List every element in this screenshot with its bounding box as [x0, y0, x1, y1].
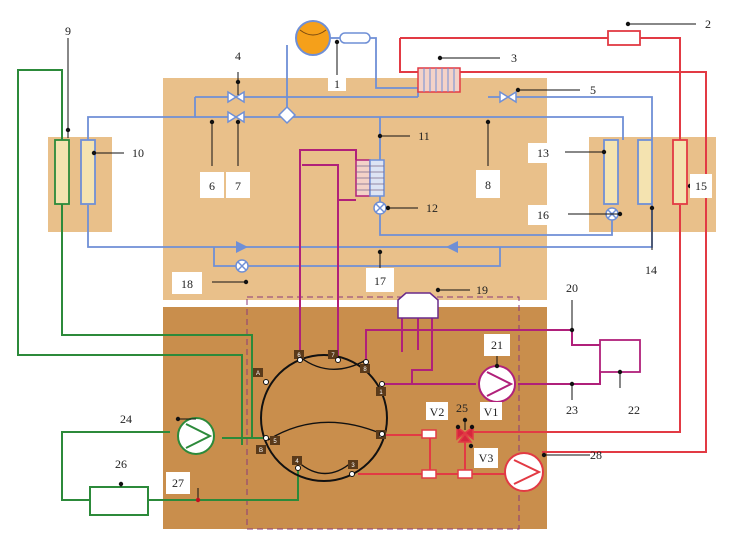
label-22: 22: [628, 403, 640, 417]
valve-v-group: [421, 425, 474, 479]
label-5: 5: [590, 83, 596, 97]
pump-28-icon: [504, 452, 544, 492]
label-23: 23: [566, 403, 578, 417]
heat-exchanger-15: [672, 139, 688, 205]
label-3: 3: [511, 51, 517, 65]
label-14: 14: [645, 263, 657, 277]
label-21: 21: [491, 338, 503, 352]
label-8: 8: [485, 178, 491, 192]
label-18: 18: [181, 277, 193, 291]
leader-dots: [65, 21, 693, 503]
label-13: 13: [537, 146, 549, 160]
accumulator: [339, 32, 371, 44]
label-1: 1: [334, 77, 340, 91]
rotary-valve-disc: [260, 354, 388, 482]
label-2: 2: [705, 17, 711, 31]
label-9: 9: [65, 24, 71, 38]
label-25: 25: [456, 401, 468, 415]
check-valve-left: [236, 241, 248, 253]
heat-exchanger-9: [54, 139, 70, 205]
label-24: 24: [120, 412, 132, 426]
valve-4-icon: [227, 90, 517, 124]
check-valve-right: [446, 241, 458, 253]
heater-26: [89, 486, 149, 516]
tank-22: [599, 339, 641, 373]
internal-channels: [267, 356, 383, 475]
label-12: 12: [426, 201, 438, 215]
label-27: 27: [172, 476, 184, 490]
label-15: 15: [695, 179, 707, 193]
port-5-label: 5: [273, 439, 277, 445]
label-11: 11: [418, 129, 430, 143]
label-v3: V3: [479, 451, 494, 465]
port-markers: 6 7 8 1 2 3 4 5 A B: [253, 350, 386, 469]
heat-exchanger-13: [603, 139, 619, 205]
label-7: 7: [235, 179, 241, 193]
label-v2: V2: [430, 405, 445, 419]
label-10: 10: [132, 146, 144, 160]
label-20: 20: [566, 281, 578, 295]
label-v1: V1: [484, 405, 499, 419]
label-16: 16: [537, 208, 549, 222]
reversing-valve-icon: [277, 105, 297, 125]
label-19: 19: [476, 283, 488, 297]
label-6: 6: [209, 179, 215, 193]
purple-circuit: [299, 149, 601, 385]
label-17: 17: [374, 274, 386, 288]
pump-21-icon: [478, 365, 516, 403]
label-4: 4: [235, 49, 241, 63]
heater-2: [607, 30, 641, 46]
port-3-label: 3: [351, 463, 355, 469]
label-26: 26: [115, 457, 127, 471]
port-7-label: 7: [331, 353, 335, 359]
port-a-label: A: [256, 371, 260, 377]
port-1-label: 1: [379, 390, 383, 396]
compressor-icon: [295, 20, 331, 56]
port-6-label: 6: [297, 353, 301, 359]
heat-exchanger-10: [80, 139, 96, 205]
separator-19: [397, 292, 439, 319]
radiator-3: [417, 67, 461, 93]
dashed-boundary: [246, 296, 520, 530]
pump-24-icon: [177, 417, 215, 455]
port-b-label: B: [259, 448, 263, 454]
plate-heat-exchanger: [355, 159, 385, 197]
port-8-label: 8: [363, 367, 367, 373]
number-labels: 1 2 3 4 5 6 7 8 9 10 11 12 13 14 15 16 1…: [65, 17, 712, 494]
port-4-label: 4: [295, 459, 299, 465]
label-28: 28: [590, 448, 602, 462]
heat-exchanger-14: [637, 139, 653, 205]
port-dots: [263, 357, 385, 477]
